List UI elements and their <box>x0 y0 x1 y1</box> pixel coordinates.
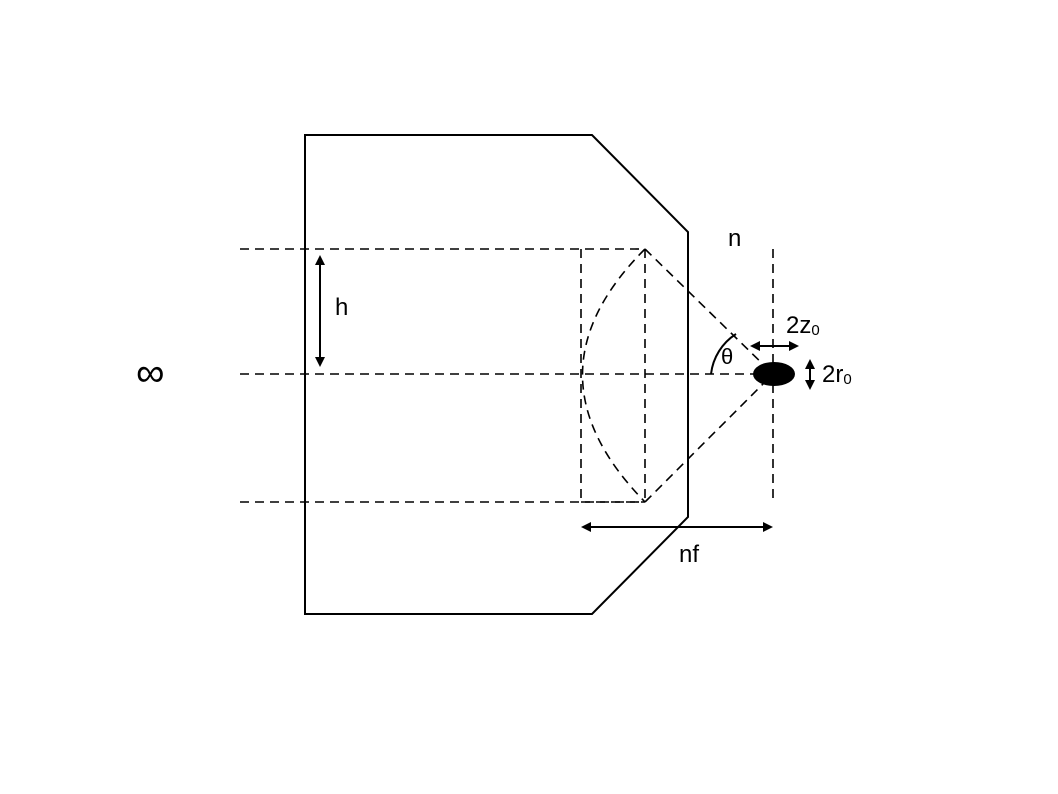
nf-label: nf <box>679 541 699 568</box>
infinity-label: ∞ <box>136 351 165 395</box>
curved-wavefront <box>581 248 646 503</box>
theta-angle-arc <box>710 333 737 375</box>
theta-label: θ <box>721 344 733 369</box>
two-r0-label: 2r0 <box>822 361 852 388</box>
two-r0-main: 2r <box>822 361 843 388</box>
n-label: n <box>728 225 741 252</box>
focal-spot <box>753 362 795 386</box>
lower-converging-ray <box>644 373 774 503</box>
upper-converging-ray <box>644 248 774 375</box>
two-r0-subscript: 0 <box>843 371 851 388</box>
objective-housing-outline <box>304 134 689 615</box>
two-z0-label: 2z0 <box>786 312 820 339</box>
h-label: h <box>335 294 348 321</box>
two-z0-subscript: 0 <box>811 322 819 339</box>
two-z0-main: 2z <box>786 312 811 339</box>
